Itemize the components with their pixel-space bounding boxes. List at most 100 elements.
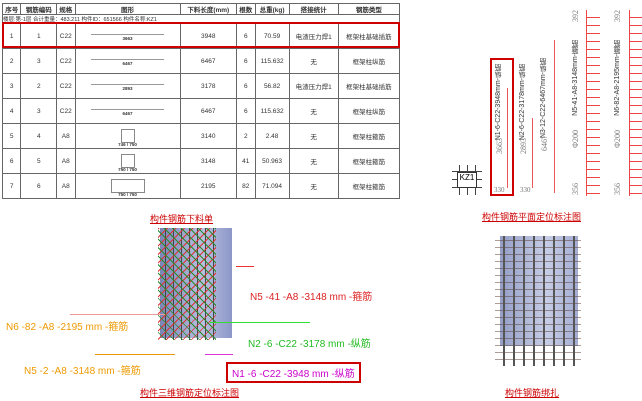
cell-len: 6467 (179, 48, 238, 74)
callout-n5b: N5 -2 -A8 -3148 mm -箍筋 (24, 366, 141, 377)
rebar-cage (158, 228, 216, 340)
cell-splice: 无 (288, 98, 339, 124)
cell-count: 6 (236, 48, 256, 74)
dim-n1: 3663 (495, 138, 504, 154)
shape-label: 6467 (122, 61, 133, 66)
plan-highlight (490, 58, 514, 196)
plan-label-n2: N2-6-C22-3178mm-纵筋 (519, 64, 526, 141)
cell-splice: 电渣压力焊1 (288, 73, 339, 99)
cell-type: 框架柱基础插筋 (337, 73, 401, 99)
dim-n6: Φ200 (613, 130, 622, 148)
cell-code: 4 (20, 123, 58, 149)
rebar-binding (495, 236, 581, 366)
cell-type: 框架柱箍筋 (337, 173, 401, 199)
cell-code: 5 (20, 148, 58, 174)
col-header: 根数 (236, 3, 256, 15)
cell-weight: 71.094 (254, 173, 290, 199)
cell-count: 6 (236, 98, 256, 124)
cell-spec: A8 (56, 148, 76, 174)
cell-len: 2195 (179, 173, 238, 199)
cell-len: 3178 (179, 73, 238, 99)
plan-label-n6: N6-82-A8-2195mm-箍筋 (614, 40, 621, 116)
cell-spec: A8 (56, 123, 76, 149)
plan-caption: 构件钢筋平面定位标注图 (482, 212, 582, 222)
cell-shape: 3663 (74, 23, 181, 49)
highlight-row-1 (2, 22, 400, 48)
dim-392b: 392 (613, 10, 622, 22)
n6-stirrup-ticks (629, 10, 642, 196)
cell-len: 3140 (179, 123, 238, 149)
cell-no: 5 (1, 123, 22, 149)
cell-count: 2 (236, 123, 256, 149)
cell-no: 7 (1, 173, 22, 199)
rebar-shape: 750 / 750 (76, 151, 180, 172)
cell-spec: C22 (56, 98, 76, 124)
shape-label: 750 / 750 (118, 167, 137, 172)
col-header: 下料长度(mm) (179, 3, 238, 15)
dim-n2: 2893 (519, 138, 528, 154)
col-header: 序号 (1, 3, 22, 15)
cell-code: 3 (20, 98, 58, 124)
cell-splice: 无 (288, 123, 339, 149)
cell-splice: 无 (288, 48, 339, 74)
cell-no: 4 (1, 98, 22, 124)
callout-n5: N5 -41 -A8 -3148 mm -箍筋 (250, 292, 373, 303)
plan-label-n1: N1-6-C22-3948mm-纵筋 (495, 64, 502, 141)
cell-weight: 56.82 (254, 73, 290, 99)
view3d-caption: 构件三维钢筋定位标注图 (140, 388, 240, 398)
cell-code: 3 (20, 48, 58, 74)
table-caption: 构件钢筋下料单 (150, 214, 214, 224)
plan-label-n5: N5-41-A8-3148mm-箍筋 (572, 40, 579, 116)
cell-shape: 746 / 750 (74, 123, 181, 149)
callout-n1: N1 -6 -C22 -3948 mm -纵筋 (226, 362, 361, 383)
cell-weight: 115.632 (254, 98, 290, 124)
dim-n3: 6467 (540, 135, 549, 151)
shape-label: 6467 (122, 111, 133, 116)
cell-weight: 115.632 (254, 48, 290, 74)
col-header: 钢筋类型 (337, 3, 401, 15)
binding-caption: 构件钢筋绑扎 (505, 388, 560, 398)
dim-330b: 330 (520, 186, 531, 194)
cell-shape: 6467 (74, 48, 181, 74)
col-header: 总重(kg) (254, 3, 290, 15)
col-header: 搭接统计 (288, 3, 339, 15)
cell-type: 框架柱纵筋 (337, 48, 401, 74)
cell-weight: 2.48 (254, 123, 290, 149)
cell-len: 6467 (179, 98, 238, 124)
cell-splice: 无 (288, 148, 339, 174)
shape-label: 750 / 750 (118, 192, 137, 197)
shape-label: 2893 (122, 86, 133, 91)
cell-count: 6 (236, 73, 256, 99)
cell-type: 框架柱箍筋 (337, 123, 401, 149)
cell-shape: 750 / 750 (74, 148, 181, 174)
col-header: 钢筋编码 (20, 3, 58, 15)
rebar-shape: 2893 (76, 76, 180, 96)
shape-label: 746 / 750 (118, 142, 137, 147)
shape-label: 3663 (122, 36, 133, 41)
rebar-shape: 6467 (76, 101, 180, 121)
cell-shape: 6467 (74, 98, 181, 124)
cell-no: 6 (1, 148, 22, 174)
cell-shape: 2893 (74, 73, 181, 99)
callout-n6: N6 -82 -A8 -2195 mm -箍筋 (6, 322, 129, 333)
rebar-shape: 6467 (76, 51, 180, 71)
kz-label: KZ1 (457, 172, 477, 188)
rebar-shape: 750 / 750 (76, 176, 180, 197)
rebar-shape: 3663 (76, 26, 180, 46)
cell-code: 2 (20, 73, 58, 99)
plan-label-n3: N3-12-C22-6467mm-纵筋 (540, 58, 547, 139)
n5-stirrup-ticks (586, 10, 600, 196)
cell-spec: C22 (56, 73, 76, 99)
dim-330a: 330 (494, 186, 505, 194)
cell-splice: 无 (288, 173, 339, 199)
cell-len: 3148 (179, 148, 238, 174)
dim-356b: 356 (613, 183, 622, 195)
cell-spec: C22 (56, 48, 76, 74)
callout-n2: N2 -6 -C22 -3178 mm -纵筋 (248, 339, 371, 350)
